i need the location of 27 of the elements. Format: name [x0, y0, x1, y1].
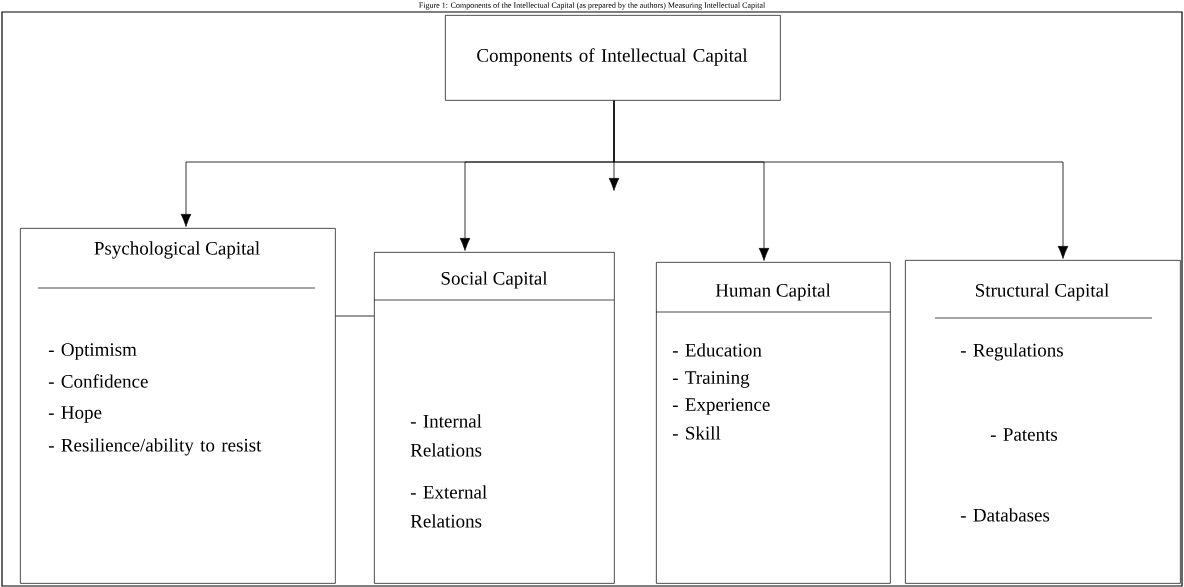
list-item: - Experience	[672, 398, 770, 415]
list-item: - Databases	[960, 508, 1050, 522]
list-item: - Resilience/ability to resist	[48, 438, 262, 456]
list-item: - Training	[672, 371, 750, 388]
category-box	[905, 260, 1181, 584]
box-heading: Social Capital	[441, 271, 548, 289]
list-item: - Patents	[990, 428, 1058, 441]
list-item: - Hope	[48, 406, 102, 423]
arrow	[608, 161, 620, 191]
connector-line	[335, 315, 375, 317]
list-item: - Optimism	[48, 343, 137, 360]
category-box	[373, 252, 615, 584]
box-heading: Psychological Capital	[94, 241, 260, 259]
category-box	[655, 262, 891, 584]
arrow	[613, 100, 1069, 259]
figure-title: Figure 1: Components of the Intellectual Capital (as prepared by the authors) Measuring Intellectual Capital	[419, 2, 766, 10]
box-heading: Structural Capital	[976, 283, 1109, 301]
list-item: - Education	[672, 343, 762, 357]
list-item: - Regulations	[960, 343, 1063, 361]
box-title: Components of Intellectual Capital	[477, 48, 748, 66]
list-item: - Internal Relations	[410, 414, 482, 457]
list-item: - Confidence	[48, 374, 148, 388]
category-box	[445, 15, 781, 101]
list-item: - External Relations	[410, 485, 487, 528]
box-heading: Human Capital	[715, 283, 831, 301]
category-box	[20, 228, 336, 584]
list-item: - Skill	[672, 426, 721, 440]
